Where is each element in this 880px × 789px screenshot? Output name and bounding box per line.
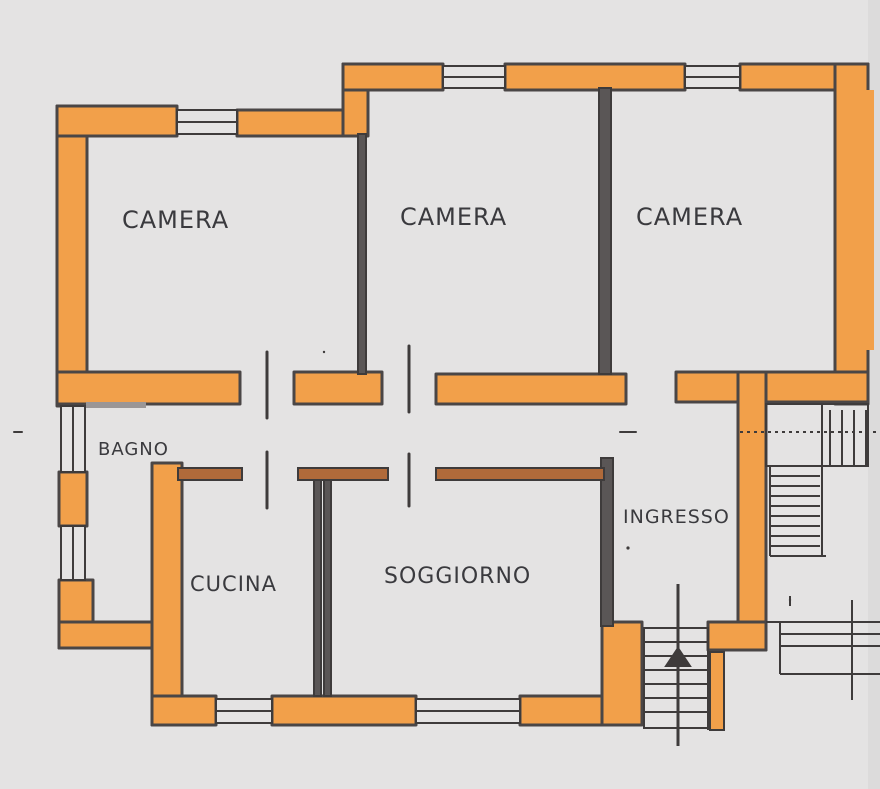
wall-hall-south-a [177, 467, 243, 481]
thin-wall-bagno-top [86, 402, 146, 408]
thin-wall-cucina-soggiorno-a [313, 477, 322, 697]
wall-bottom-b [270, 694, 418, 727]
wall-left-camera-bottom [55, 370, 242, 406]
wall-soggiorno-right-lower [600, 620, 644, 727]
wall-top-middle-a [341, 62, 445, 92]
thin-wall-camera-left-right [357, 133, 367, 375]
hall-walls-south [177, 467, 605, 481]
thin-wall-camera-middle-right [598, 87, 612, 375]
label-camera-right: CAMERA [636, 203, 743, 231]
windows [60, 65, 741, 724]
wall-top-middle-b [503, 62, 687, 92]
wall-right-camera-bottom [674, 370, 870, 404]
wall-left-outer-lower-a [57, 470, 89, 528]
label-soggiorno: SOGGIORNO [384, 564, 531, 589]
wall-hall-south-b [297, 467, 389, 481]
wall-bottom-a [150, 694, 218, 727]
thin-wall-ingresso-left [600, 457, 614, 627]
wall-middle-camera-bottom [434, 372, 628, 406]
wall-right-outer [833, 62, 870, 406]
label-ingresso: INGRESSO [623, 506, 730, 528]
label-cucina: CUCINA [190, 572, 277, 596]
wall-top-left-a [55, 104, 179, 138]
wall-left-outer-upper [55, 104, 89, 408]
label-camera-middle: CAMERA [400, 203, 507, 231]
wall-right-sliver [864, 90, 874, 350]
wall-ingresso-right [736, 370, 768, 652]
wall-middle-stub [292, 370, 384, 406]
thin-walls [86, 87, 614, 697]
wall-ingresso-bottom [706, 620, 768, 652]
door-marks [13, 344, 637, 510]
wall-cucina-left [150, 461, 184, 727]
stairs-right [740, 403, 880, 700]
wall-hall-south-c [435, 467, 605, 481]
stray-marks [322, 350, 792, 602]
thin-wall-cucina-soggiorno-b [323, 477, 332, 697]
stairs-entrance [643, 584, 725, 746]
label-bagno: BAGNO [98, 439, 169, 460]
label-camera-left: CAMERA [122, 206, 229, 234]
